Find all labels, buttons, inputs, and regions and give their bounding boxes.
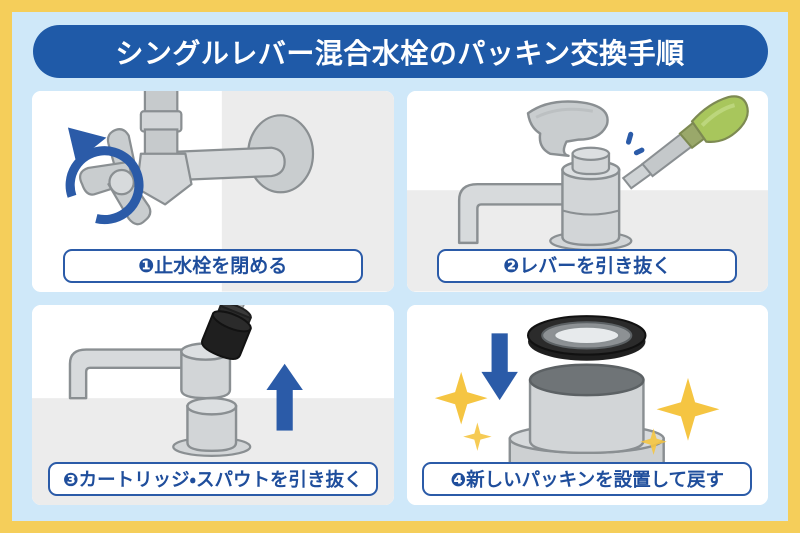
step-panel-2: ❷レバーを引き抜く [406,91,769,292]
header: シングルレバー混合水栓のパッキン交換手順 [32,24,768,78]
step-panel-4: ❹新しいパッキンを設置して戻す [406,304,769,505]
step-3-caption-wrap: ❸カートリッジ・スパウトを引き抜く [32,462,394,496]
step-3-label: ❸カートリッジ・スパウトを引き抜く [47,462,378,496]
step-1-label: ❶止水栓を閉める [62,248,363,283]
step-4-label: ❹新しいパッキンを設置して戻す [422,462,753,496]
step-2-label: ❷レバーを引き抜く [437,248,738,283]
page-title: シングルレバー混合水栓のパッキン交換手順 [32,25,768,78]
step-panel-3: ❸カートリッジ・スパウトを引き抜く [32,304,394,505]
steps-grid: ❶止水栓を閉める [32,91,768,505]
step-4-caption-wrap: ❹新しいパッキンを設置して戻す [407,462,769,496]
infographic-canvas: シングルレバー混合水栓のパッキン交換手順 [12,12,788,521]
step-1-caption-wrap: ❶止水栓を閉める [32,248,394,283]
step-panel-1: ❶止水栓を閉める [32,91,394,292]
step-2-caption-wrap: ❷レバーを引き抜く [407,248,769,283]
stop-valve-illustration [32,91,394,292]
